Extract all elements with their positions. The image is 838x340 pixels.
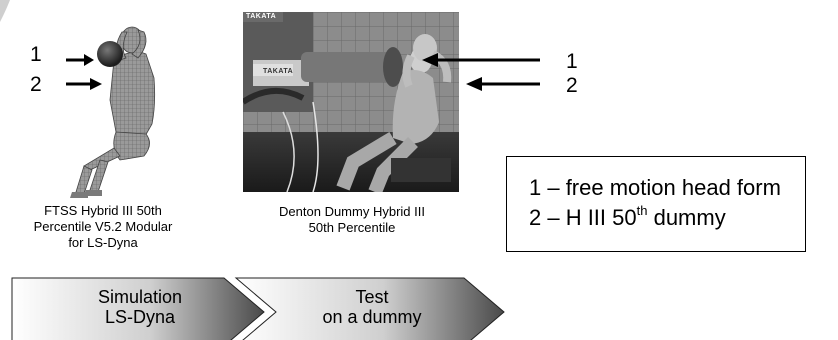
step-simulation-label: Simulation LS-Dyna [97,287,183,327]
takata-logo-machine: TAKATA [263,68,294,75]
right-arrow-label-2: 2 [566,74,578,97]
process-arrows [11,277,505,340]
legend-box: 1 – free motion head form 2 – H III 50th… [506,156,806,252]
fe-dummy-model [70,26,156,198]
left-arrow-label-2: 2 [30,73,42,96]
right-arrows [422,53,540,91]
corner-shape [0,0,10,22]
step-test-label: Test on a dummy [322,287,422,327]
legend-item-2: 2 – H III 50th dummy [529,203,726,230]
left-arrows [66,54,102,90]
photo-caption: Denton Dummy Hybrid III 50th Percentile [279,204,425,235]
takata-logo-small: TAKATA [246,13,277,20]
chevron-test [234,277,505,340]
right-arrow-label-1: 1 [566,50,578,73]
left-arrow-label-1: 1 [30,43,42,66]
chevron-simulation [11,277,265,340]
left-caption: FTSS Hybrid III 50th Percentile V5.2 Mod… [33,203,173,250]
dummy-test-photo [243,12,459,192]
legend-item-1: 1 – free motion head form [529,175,781,200]
